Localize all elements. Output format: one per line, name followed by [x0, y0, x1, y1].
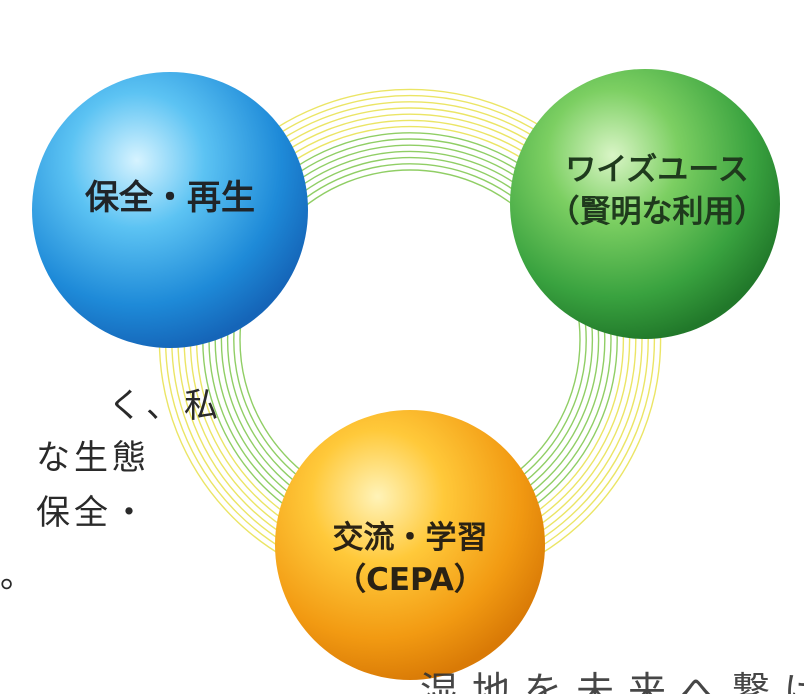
bottom-caption-text: 湿地を未来へ繋げるため — [420, 669, 804, 694]
sphere-label-wise-use: ワイズユース （賢明な利用） — [512, 150, 802, 234]
side-text-line: な生態 — [36, 438, 150, 478]
sphere-label-line: 保全・再生 — [85, 178, 255, 218]
side-text-line: 。 — [0, 556, 38, 596]
sphere-label-hozen: 保全・再生 — [40, 176, 300, 222]
sphere-label-cepa: 交流・学習 （CEPA） — [285, 518, 535, 602]
sphere-label-line: （賢明な利用） — [548, 193, 766, 230]
sphere-label-line: 交流・学習 — [332, 520, 488, 556]
sphere-wise-use — [510, 69, 780, 339]
sphere-label-line: （CEPA） — [335, 561, 485, 598]
side-text-line: 保全・ — [36, 493, 150, 533]
sphere-label-line: ワイズユース — [565, 152, 749, 188]
side-text-line: く、私 — [108, 386, 222, 426]
sphere-hozen — [32, 72, 308, 348]
sphere-cepa — [275, 410, 545, 680]
